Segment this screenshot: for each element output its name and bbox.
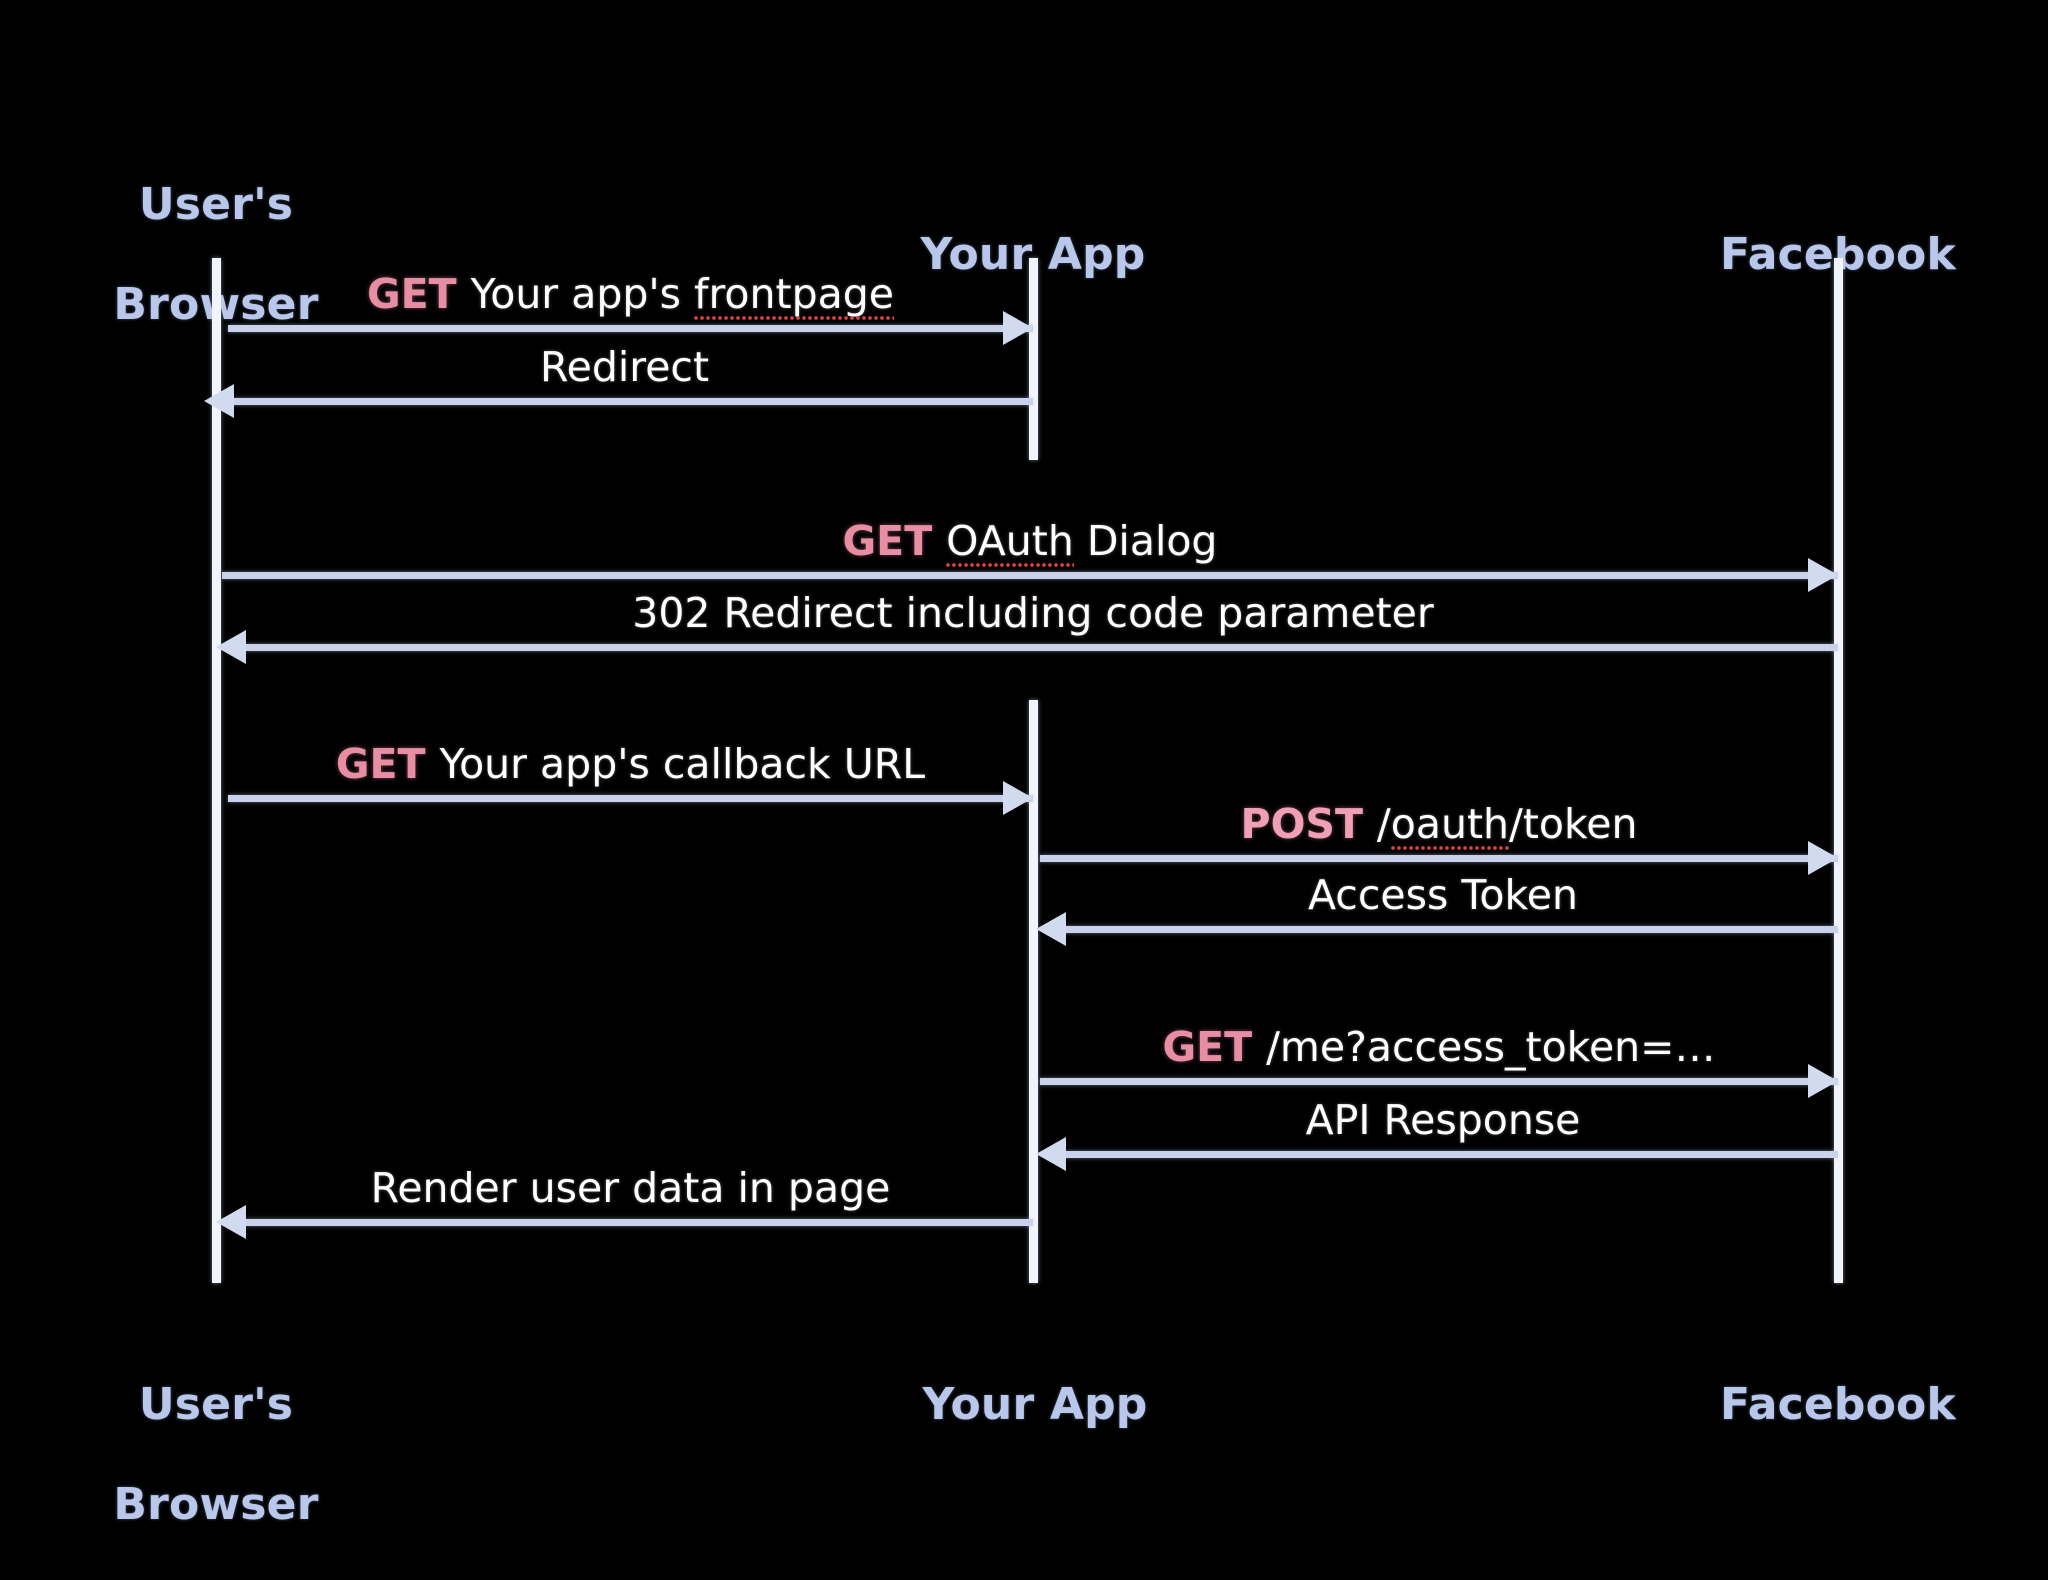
message-label: GET Your app's frontpage bbox=[228, 270, 1033, 320]
message-line bbox=[222, 572, 1838, 579]
participant-app-line1: Your App bbox=[920, 229, 1146, 280]
message-label: GET Your app's callback URL bbox=[228, 741, 1033, 787]
message-label: Access Token bbox=[1048, 872, 1838, 918]
http-verb-post: POST bbox=[1240, 800, 1363, 848]
message-line bbox=[228, 644, 1838, 651]
arrowhead-right-icon bbox=[1808, 841, 1838, 875]
message-text-pre: /me?access_token=… bbox=[1266, 1023, 1716, 1071]
lifeline-app-segment-1 bbox=[1029, 258, 1038, 460]
message-line bbox=[1040, 1078, 1838, 1085]
arrowhead-left-icon bbox=[216, 1205, 246, 1239]
message-text-misspelled: frontpage bbox=[694, 270, 894, 320]
participant-browser-line1: User's bbox=[138, 179, 294, 230]
message-text-pre: Render user data in page bbox=[370, 1164, 891, 1212]
message-label: POST /oauth/token bbox=[1040, 800, 1838, 850]
message-line bbox=[1048, 1151, 1838, 1158]
arrowhead-left-icon bbox=[1036, 1137, 1066, 1171]
participant-footer-browser: User's Browser bbox=[26, 1330, 406, 1580]
participant-browser-footer-line1: User's bbox=[138, 1379, 294, 1430]
lifeline-app-segment-2 bbox=[1029, 700, 1038, 1283]
sequence-diagram-canvas: User's Browser Your App Facebook GET Your… bbox=[113, 179, 2028, 1530]
message-text-pre: Your app's bbox=[470, 270, 695, 318]
message-label: Render user data in page bbox=[228, 1165, 1033, 1211]
message-line bbox=[228, 795, 1033, 802]
message-line bbox=[1048, 926, 1838, 933]
arrowhead-left-icon bbox=[1036, 912, 1066, 946]
message-text-post: Dialog bbox=[1073, 517, 1218, 565]
message-line bbox=[228, 1219, 1033, 1226]
lifeline-browser bbox=[212, 258, 221, 1283]
lifeline-facebook bbox=[1834, 258, 1843, 1283]
participant-facebook-footer-line1: Facebook bbox=[1720, 1379, 1956, 1430]
arrowhead-left-icon bbox=[204, 384, 234, 418]
http-verb-get: GET bbox=[335, 740, 426, 788]
message-text-misspelled: oauth bbox=[1390, 800, 1510, 850]
message-label: GET/me?access_token=… bbox=[1040, 1024, 1838, 1070]
message-label: API Response bbox=[1048, 1097, 1838, 1143]
message-line bbox=[228, 325, 1033, 332]
message-label: GET OAuth Dialog bbox=[222, 517, 1838, 567]
message-text-pre: API Response bbox=[1305, 1096, 1581, 1144]
participant-header-app: Your App bbox=[843, 180, 1223, 330]
message-text-pre: Access Token bbox=[1307, 871, 1579, 919]
participant-app-footer-line1: Your App bbox=[922, 1379, 1148, 1430]
participant-footer-app: Your App bbox=[845, 1330, 1225, 1480]
message-text-misspelled: OAuth bbox=[946, 517, 1074, 567]
arrowhead-right-icon bbox=[1808, 1064, 1838, 1098]
message-line bbox=[216, 398, 1033, 405]
message-text-pre: Redirect bbox=[539, 343, 710, 391]
http-verb-get: GET bbox=[842, 517, 933, 565]
message-text-pre: / bbox=[1376, 800, 1391, 848]
arrowhead-left-icon bbox=[216, 630, 246, 664]
participant-footer-facebook: Facebook bbox=[1648, 1330, 2028, 1480]
message-text-pre: 302 Redirect including code parameter bbox=[632, 589, 1434, 637]
message-text-pre: Your app's callback URL bbox=[439, 740, 926, 788]
message-label: Redirect bbox=[216, 344, 1033, 390]
http-verb-get: GET bbox=[367, 270, 457, 318]
arrowhead-right-icon bbox=[1808, 558, 1838, 592]
arrowhead-right-icon bbox=[1003, 311, 1033, 345]
http-verb-get: GET bbox=[1162, 1023, 1253, 1071]
arrowhead-right-icon bbox=[1003, 781, 1033, 815]
message-text-post: /token bbox=[1509, 800, 1638, 848]
participant-browser-footer-line2: Browser bbox=[113, 1479, 319, 1530]
message-line bbox=[1040, 855, 1838, 862]
message-label: 302 Redirect including code parameter bbox=[228, 590, 1838, 636]
